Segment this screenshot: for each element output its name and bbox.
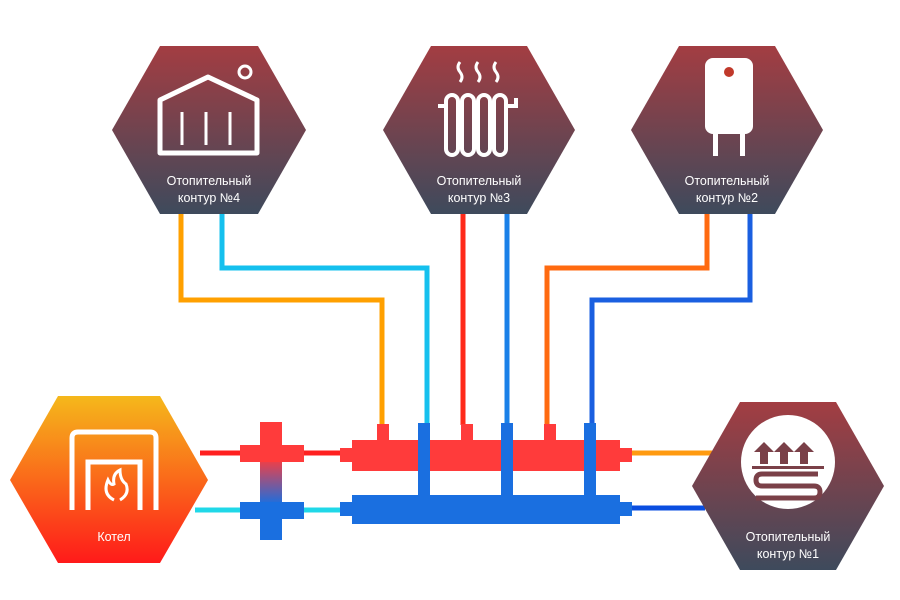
pipes	[178, 214, 753, 513]
circuit4-label: Отопительный контур №4	[139, 173, 279, 207]
return-manifold	[352, 495, 620, 524]
manifold	[340, 423, 632, 524]
label-line: контур №4	[177, 191, 241, 205]
boiler-label: Котел	[44, 529, 184, 546]
pipe-c4-return	[219, 214, 430, 430]
circuit3-label: Отопительный контур №3	[409, 173, 549, 207]
label-line: Котел	[97, 530, 131, 544]
supply-manifold	[352, 440, 620, 471]
label-line: Отопительный	[166, 174, 252, 188]
circuit1-label: Отопительный контур №1	[718, 529, 858, 563]
boiler-icon	[69, 429, 159, 510]
hydraulic-separator	[240, 422, 304, 540]
label-line: контур №3	[447, 191, 511, 205]
radiator-icon	[438, 61, 518, 157]
label-line: Отопительный	[684, 174, 770, 188]
label-line: контур №2	[695, 191, 759, 205]
circuit2-label: Отопительный контур №2	[657, 173, 797, 207]
pipe-c2-supply	[544, 214, 710, 425]
underfloor-heating-icon	[741, 415, 835, 509]
water-heater-icon	[705, 58, 753, 156]
circuit4-hex	[112, 46, 306, 214]
label-line: Отопительный	[745, 530, 831, 544]
pipe-c2-return	[589, 214, 753, 430]
label-line: контур №1	[756, 547, 820, 561]
label-line: Отопительный	[436, 174, 522, 188]
greenhouse-icon	[157, 64, 260, 156]
pipe-c4-supply	[178, 214, 385, 425]
